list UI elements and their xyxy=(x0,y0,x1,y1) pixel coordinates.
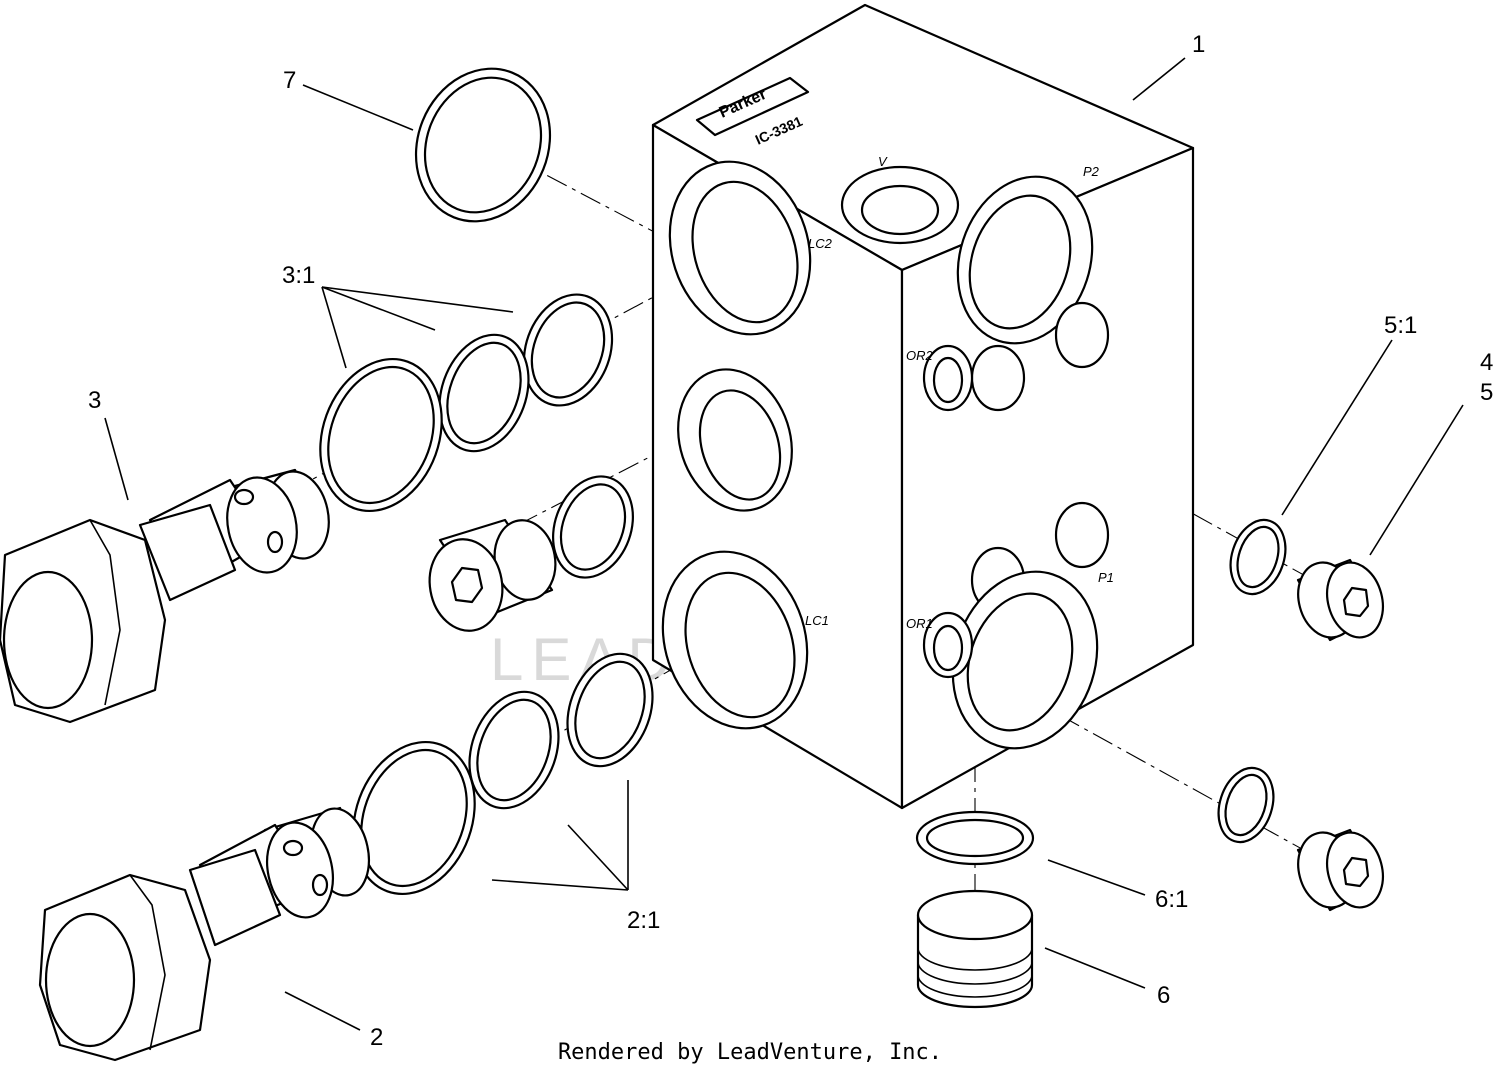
large-o-ring xyxy=(414,67,552,223)
callout-7: 7 xyxy=(283,67,296,94)
valve-manifold-block: Parker IC-3381 V LC2 LC1 P2 OR2 P1 OR1 xyxy=(651,3,1195,810)
callout-5-1: 5:1 xyxy=(1384,312,1417,339)
plug-lower-right xyxy=(1217,766,1384,912)
callout-6-1: 6:1 xyxy=(1155,886,1188,913)
port-label-v: V xyxy=(878,154,888,169)
port-label-lc2: LC2 xyxy=(808,236,833,251)
o-ring-set-3-1 xyxy=(319,293,614,513)
callout-3-1: 3:1 xyxy=(282,262,315,289)
callout-5: 5 xyxy=(1480,379,1493,406)
o-ring-set-2-1 xyxy=(352,652,654,896)
plug-upper-right xyxy=(1229,518,1384,642)
cartridge-valve-upper xyxy=(0,468,330,724)
render-credit: Rendered by LeadVenture, Inc. xyxy=(557,1040,943,1065)
leader-lines xyxy=(104,57,1464,1031)
port-label-p1: P1 xyxy=(1098,570,1114,585)
callout-6: 6 xyxy=(1157,982,1170,1009)
callout-labels: 1 7 3:1 3 5:1 4 5 2:1 6:1 6 2 xyxy=(88,31,1493,1051)
port-label-or1: OR1 xyxy=(906,616,933,631)
port-label-or2: OR2 xyxy=(906,348,934,363)
callout-4: 4 xyxy=(1480,349,1493,376)
port-label-p2: P2 xyxy=(1083,164,1100,179)
port-label-lc1: LC1 xyxy=(805,613,829,628)
callout-3: 3 xyxy=(88,387,101,414)
plug-middle-port xyxy=(428,475,634,632)
callout-2-1: 2:1 xyxy=(627,907,660,934)
cartridge-valve-lower xyxy=(38,806,370,1062)
bottom-plug-and-o-ring xyxy=(915,810,1035,1009)
callout-2: 2 xyxy=(370,1024,383,1051)
callout-1: 1 xyxy=(1192,31,1205,58)
